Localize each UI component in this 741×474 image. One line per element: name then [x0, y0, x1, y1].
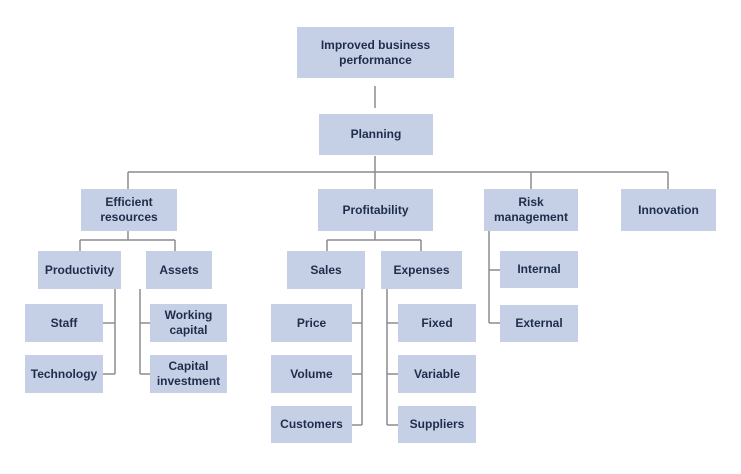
node-label: Fixed [421, 315, 453, 330]
node-label: Assets [159, 262, 199, 277]
node-label: Price [296, 315, 327, 330]
node-internal: Internal [500, 251, 578, 288]
node-label: Variable [413, 366, 461, 381]
node-label: Customers [280, 417, 343, 431]
node-technology: Technology [25, 355, 103, 393]
node-label: Suppliers [409, 417, 465, 431]
node-suppliers: Suppliers [398, 406, 476, 443]
node-label: Volume [290, 366, 333, 381]
node-innovation: Innovation [621, 189, 716, 231]
node-staff: Staff [25, 304, 103, 342]
node-customers: Customers [271, 406, 352, 443]
node-label: Productivity [44, 262, 115, 277]
node-fixed: Fixed [398, 304, 476, 342]
node-label-line: Risk [518, 195, 544, 209]
node-label-line: performance [339, 52, 412, 67]
node-label-line: Capital [168, 359, 209, 373]
node-productivity: Productivity [38, 251, 121, 289]
node-sales: Sales [287, 251, 365, 289]
node-volume: Volume [271, 355, 352, 393]
node-label-line: Working [164, 308, 213, 322]
node-label-line: resources [100, 210, 158, 224]
node-profitability: Profitability [318, 189, 433, 231]
node-label: Technology [30, 366, 98, 381]
node-label: Innovation [638, 202, 699, 217]
node-label-line: capital [169, 323, 208, 337]
node-label: Profitability [342, 202, 409, 217]
node-assets: Assets [146, 251, 212, 289]
node-planning: Planning [319, 114, 433, 155]
node-label-line: Efficient [105, 195, 153, 209]
node-label: Internal [517, 262, 561, 276]
node-label: Staff [50, 315, 78, 330]
node-label-line: management [493, 210, 569, 224]
node-variable: Variable [398, 355, 476, 393]
node-label: Sales [310, 262, 342, 277]
node-label: Planning [350, 127, 402, 141]
node-price: Price [271, 304, 352, 342]
node-expenses: Expenses [381, 251, 462, 289]
node-external: External [500, 305, 578, 342]
node-label-line: Improved business [320, 37, 431, 52]
node-label: External [515, 316, 563, 330]
node-label-line: investment [156, 374, 221, 388]
node-label: Expenses [393, 262, 450, 277]
